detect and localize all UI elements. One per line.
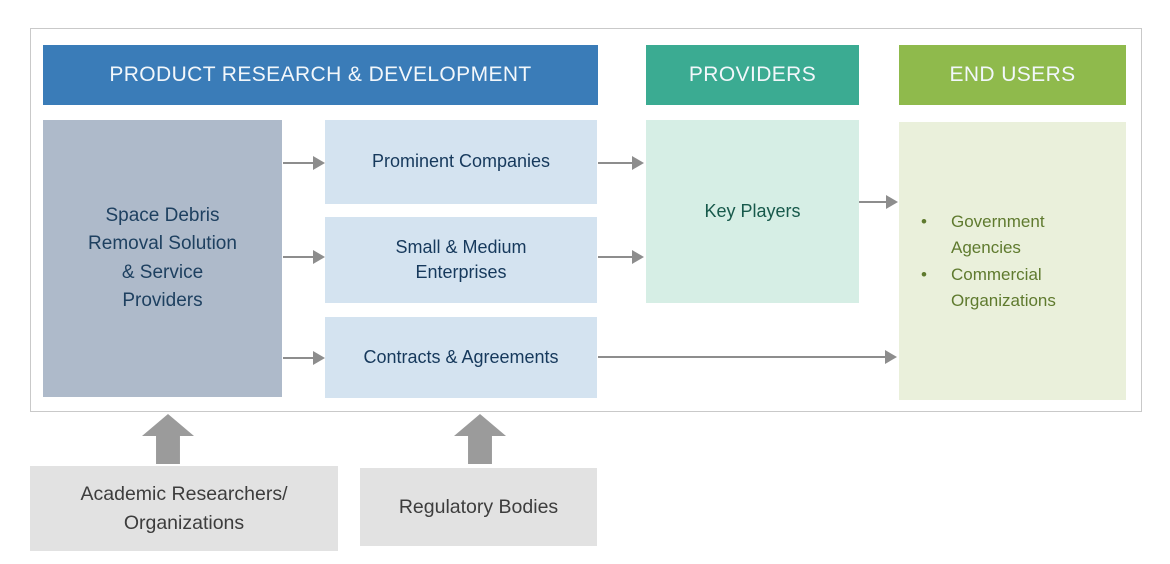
node-key-players-label: Key Players bbox=[704, 201, 801, 221]
node-small-medium-enterprises: Small & Medium Enterprises bbox=[325, 217, 597, 303]
arrow-source-to-prominent-icon bbox=[283, 156, 325, 170]
arrow-key-players-to-end-users-icon bbox=[859, 195, 898, 209]
node-key-players: Key Players bbox=[646, 120, 859, 303]
header-end-users-label: END USERS bbox=[949, 63, 1076, 86]
node-academic-researchers-label: Academic Researchers/ Organizations bbox=[80, 483, 288, 534]
node-contracts-agreements: Contracts & Agreements bbox=[325, 317, 597, 398]
arrow-source-to-contracts-icon bbox=[283, 351, 325, 365]
arrow-prominent-to-key-players-icon bbox=[598, 156, 644, 170]
node-end-users-list: • Government Agencies • Commercial Organ… bbox=[899, 122, 1126, 400]
node-prominent-companies: Prominent Companies bbox=[325, 120, 597, 204]
bullet-icon: • bbox=[921, 212, 927, 231]
arrow-contracts-to-end-users-icon bbox=[598, 350, 897, 364]
end-user-item-government: • Government Agencies bbox=[921, 209, 1045, 260]
node-space-debris-providers: Space Debris Removal Solution & Service … bbox=[43, 120, 282, 397]
node-prominent-companies-label: Prominent Companies bbox=[371, 151, 551, 172]
node-regulatory-bodies-label: Regulatory Bodies bbox=[398, 495, 559, 518]
arrow-academic-up-icon bbox=[142, 414, 194, 464]
end-user-item-government-label: Government Agencies bbox=[951, 212, 1045, 257]
header-providers-label: PROVIDERS bbox=[688, 63, 817, 86]
header-product-research-development: PRODUCT RESEARCH & DEVELOPMENT bbox=[43, 45, 598, 105]
header-end-users: END USERS bbox=[899, 45, 1126, 105]
end-user-item-commercial: • Commercial Organizations bbox=[921, 262, 1056, 313]
header-product-research-development-label: PRODUCT RESEARCH & DEVELOPMENT bbox=[109, 63, 532, 86]
arrow-regulatory-up-icon bbox=[454, 414, 506, 464]
arrow-source-to-sme-icon bbox=[283, 250, 325, 264]
node-regulatory-bodies: Regulatory Bodies bbox=[360, 468, 597, 546]
header-providers: PROVIDERS bbox=[646, 45, 859, 105]
node-small-medium-enterprises-label: Small & Medium Enterprises bbox=[395, 236, 527, 282]
arrow-sme-to-key-players-icon bbox=[598, 250, 644, 264]
node-space-debris-providers-label: Space Debris Removal Solution & Service … bbox=[88, 204, 237, 312]
bullet-icon: • bbox=[921, 265, 927, 284]
node-academic-researchers: Academic Researchers/ Organizations bbox=[30, 466, 338, 551]
node-contracts-agreements-label: Contracts & Agreements bbox=[363, 346, 559, 367]
end-user-item-commercial-label: Commercial Organizations bbox=[951, 265, 1056, 310]
